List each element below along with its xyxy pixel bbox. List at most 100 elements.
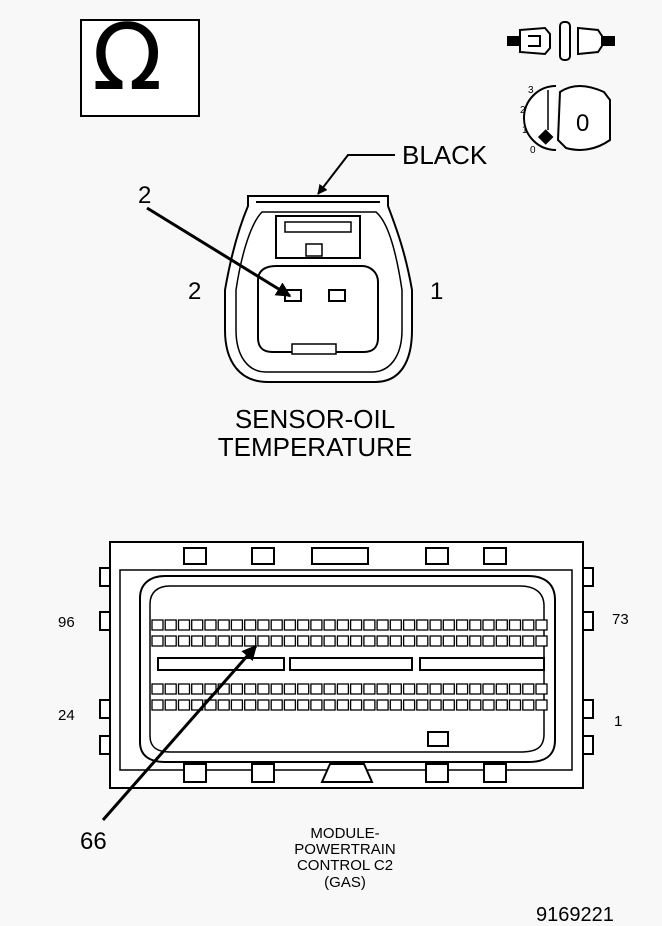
pin-cavity (283, 635, 297, 647)
pin-cavity (257, 699, 270, 711)
key-position-0: 0 (530, 145, 536, 156)
pin-cavity (349, 683, 363, 695)
pin-cavity (230, 683, 244, 695)
pin-cavity (244, 635, 257, 647)
pin-cavity (482, 699, 495, 711)
pin-cavity (230, 619, 244, 631)
pin-cavity (535, 683, 548, 695)
pin-cavity (495, 683, 508, 695)
pin-cavity (164, 683, 177, 695)
pcm-name-line: MODULE- (310, 825, 380, 842)
ohm-meter-icon (80, 19, 200, 117)
pin-cavity (177, 683, 191, 695)
pcm-connector-body (99, 541, 594, 789)
pin-cavity (522, 683, 535, 695)
pin-cavity (349, 699, 363, 711)
key-position-1: 1 (522, 125, 528, 136)
pin-cavity (522, 619, 535, 631)
pin-cavity (508, 619, 522, 631)
pin-cavity (455, 619, 469, 631)
key-position-3: 3 (528, 85, 534, 96)
figure-number: 9169221 (536, 904, 614, 926)
pin-cavity (230, 699, 244, 711)
pcm-pin-1: 1 (614, 713, 623, 730)
sensor-name-line: TEMPERATURE (217, 432, 413, 463)
pin-cavity (244, 699, 257, 711)
pin-cavity (177, 635, 191, 647)
pin-cavity (416, 635, 429, 647)
pin-cavity (257, 619, 270, 631)
pin-cavity (442, 699, 455, 711)
pcm-pin-96: 96 (58, 614, 75, 631)
pin-cavity (297, 635, 310, 647)
pin-cavity (455, 635, 469, 647)
pin-cavity (389, 683, 402, 695)
pin-cavity (310, 683, 323, 695)
ohm-symbol: Ω (92, 4, 163, 111)
pin-cavity (177, 619, 191, 631)
pin-cavity (455, 699, 469, 711)
pin-cavity (217, 699, 230, 711)
pin-cavity (336, 619, 350, 631)
pin-cavity (482, 619, 495, 631)
pin-cavity (270, 635, 283, 647)
pin-cavity (323, 635, 336, 647)
pcm-pin-leader-line (101, 644, 258, 821)
pin-cavity (442, 635, 455, 647)
pin-cavity (482, 683, 495, 695)
pin-cavity (469, 619, 482, 631)
pin-cavity (336, 635, 350, 647)
pin-cavity (508, 699, 522, 711)
pin-cavity (429, 699, 442, 711)
pin-cavity (363, 635, 376, 647)
pin-cavity (508, 635, 522, 647)
pin-cavity (376, 683, 389, 695)
pin-cavity (297, 683, 310, 695)
pin-cavity (164, 699, 177, 711)
pin-cavity (310, 635, 323, 647)
pin-cavity (429, 619, 442, 631)
pin-cavity (416, 699, 429, 711)
pin-cavity (495, 699, 508, 711)
pin-cavity (429, 683, 442, 695)
pin-cavity (508, 683, 522, 695)
pin-cavity (522, 635, 535, 647)
pin-cavity (389, 619, 402, 631)
pin-cavity (389, 635, 402, 647)
pin-cavity (270, 699, 283, 711)
pin-cavity (482, 635, 495, 647)
pin-cavity (257, 683, 270, 695)
pin-cavity (191, 683, 204, 695)
pin-cavity (429, 635, 442, 647)
pin-cavity (310, 699, 323, 711)
pcm-pin-24: 24 (58, 707, 75, 724)
pin-cavity (283, 683, 297, 695)
pin-cavity (402, 699, 416, 711)
pin-cavity (535, 635, 548, 647)
sensor-cavity-left: 2 (188, 278, 202, 305)
pin-cavity (363, 699, 376, 711)
pin-cavity (349, 619, 363, 631)
pin-cavity (376, 635, 389, 647)
sensor-callout-pin: 2 (138, 182, 152, 209)
pin-cavity (244, 683, 257, 695)
pcm-name-line: CONTROL C2 (296, 857, 394, 875)
pcm-name-line: (GAS) (324, 873, 366, 891)
pin-cavity (336, 683, 350, 695)
pin-cavity (323, 619, 336, 631)
pin-cavity (442, 619, 455, 631)
pin-cavity (402, 619, 416, 631)
pin-cavity (177, 699, 191, 711)
pin-cavity (495, 635, 508, 647)
sensor-name: SENSOR-OIL TEMPERATURE (190, 405, 440, 461)
pin-cavity (204, 635, 217, 647)
pin-cavity (151, 699, 164, 711)
pin-cavity (376, 619, 389, 631)
pin-cavity (164, 619, 177, 631)
pin-cavity (349, 635, 363, 647)
pin-cavity (217, 619, 230, 631)
pin-cavity (164, 635, 177, 647)
pin-cavity (270, 619, 283, 631)
pcm-name: MODULE- POWERTRAIN CONTROL C2 (GAS) (270, 825, 420, 891)
